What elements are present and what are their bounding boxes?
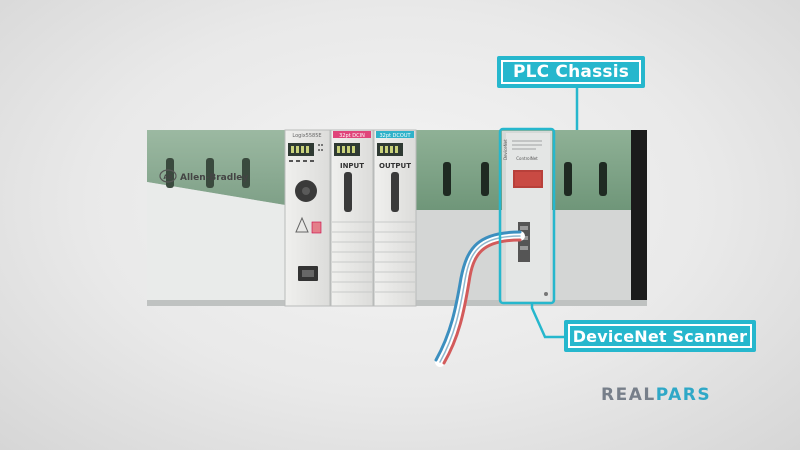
output-label: OUTPUT bbox=[379, 162, 411, 170]
input-label: INPUT bbox=[340, 162, 364, 170]
chassis-slots-left bbox=[166, 158, 250, 188]
plc-chassis-callout: PLC Chassis bbox=[497, 56, 645, 88]
output-module: 32pt DCOUT OUTPUT bbox=[373, 129, 417, 307]
scanner-highlight-box bbox=[498, 127, 556, 305]
warning-icon bbox=[295, 216, 309, 233]
realpars-logo: REALPARS bbox=[601, 385, 711, 405]
devicenet-scanner-label-text: DeviceNet Scanner bbox=[572, 326, 748, 346]
devicenet-scanner-module: DeviceNet ControlNet bbox=[502, 131, 552, 303]
chassis-slots-right bbox=[443, 162, 607, 196]
devicenet-leader bbox=[530, 303, 564, 339]
ab-badge: AB bbox=[163, 174, 173, 181]
input-tag: 32pt DCIN bbox=[339, 133, 365, 139]
scanner-tag: ControlNet bbox=[516, 156, 538, 161]
output-tag: 32pt DCOUT bbox=[379, 133, 411, 139]
input-module: 32pt DCIN INPUT bbox=[330, 129, 374, 307]
processor-module: Logix5585E bbox=[284, 129, 331, 307]
plc-chassis-label-text: PLC Chassis bbox=[512, 62, 630, 82]
devicenet-scanner-callout: DeviceNet Scanner bbox=[564, 320, 756, 352]
devicenet-cable bbox=[434, 230, 525, 367]
logo-pars-text: PARS bbox=[655, 385, 712, 405]
allen-bradley-logo: AB Allen-Bradley bbox=[159, 169, 248, 183]
brand-plate-text: Allen-Bradley bbox=[180, 173, 248, 183]
logo-real-text: REAL bbox=[601, 385, 656, 405]
sd-card-icon bbox=[311, 221, 322, 234]
processor-tag: Logix5585E bbox=[292, 133, 321, 139]
scanner-side-text: DeviceNet bbox=[503, 139, 508, 160]
